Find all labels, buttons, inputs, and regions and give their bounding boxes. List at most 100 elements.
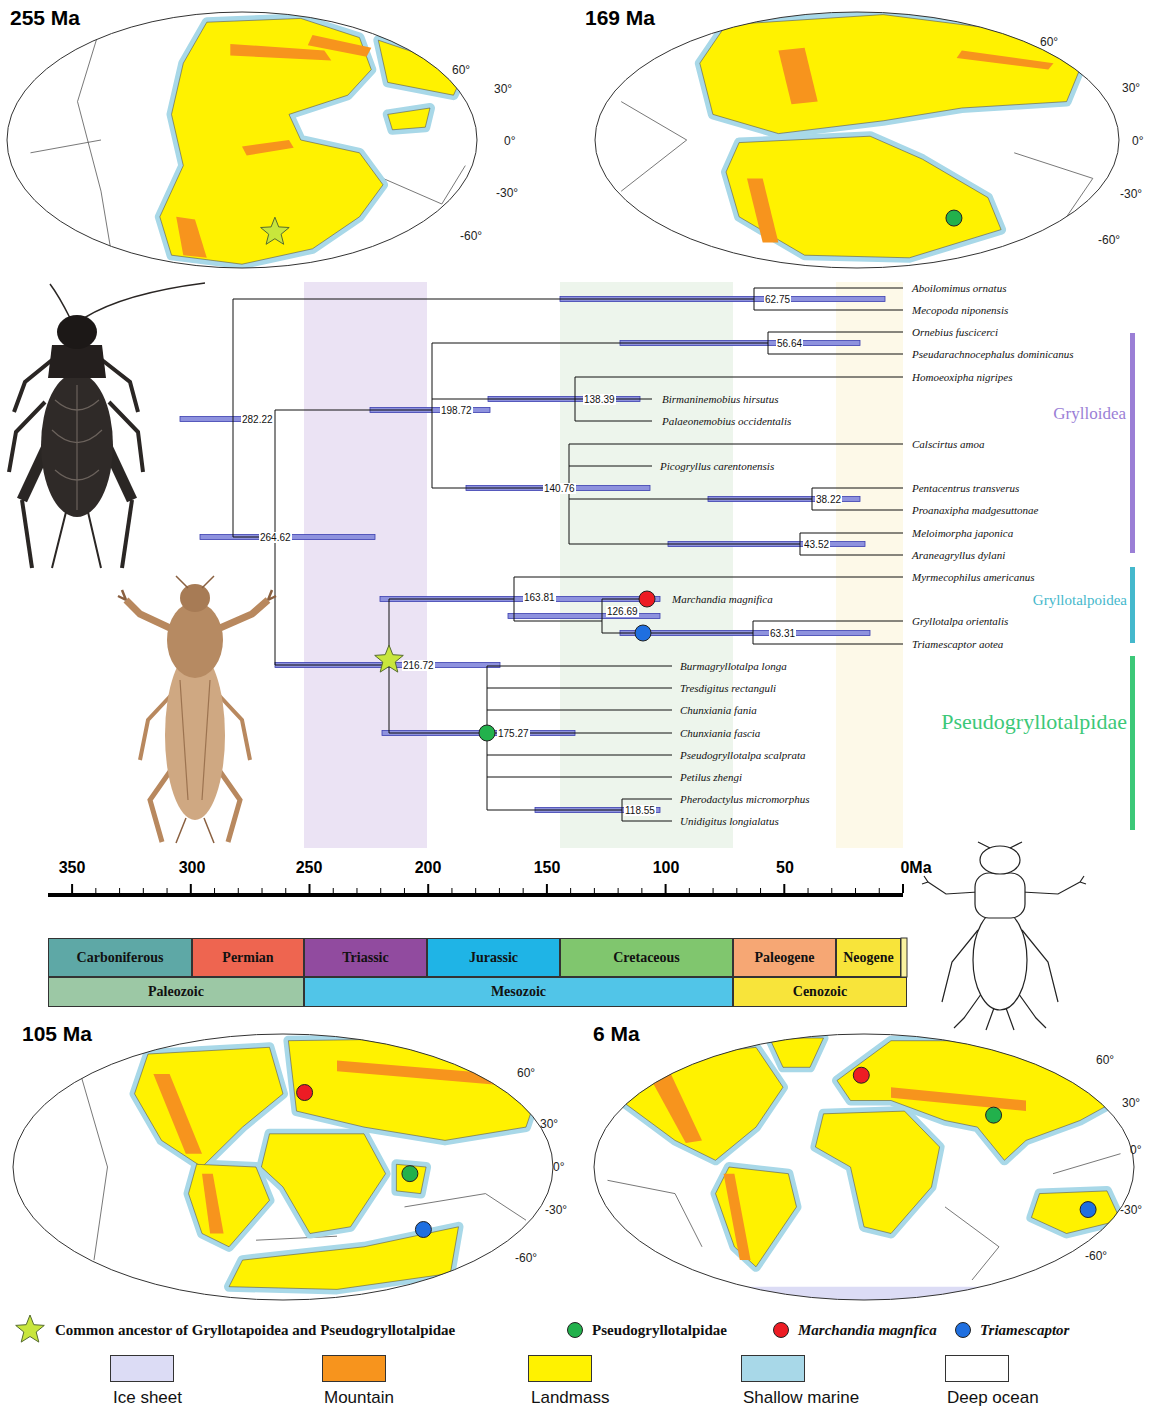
legend-text: Pseudogryllotalpidae <box>592 1322 727 1339</box>
period-box: Cretaceous <box>560 938 733 977</box>
latitude-label: 30° <box>1122 81 1140 95</box>
axis-tick <box>285 888 286 893</box>
neogene-band <box>836 282 903 848</box>
tree-branch <box>753 644 903 645</box>
taxon-name: Pherodactylus micromorphus <box>680 793 810 805</box>
axis-tick-label: 350 <box>59 859 86 877</box>
axis-tick <box>736 888 737 893</box>
period-name: Permian <box>222 950 273 966</box>
tree-branch <box>569 499 812 500</box>
shallow-marine <box>716 1167 797 1267</box>
clade-name: Gryllotalpoidea <box>1033 592 1127 609</box>
cricket-leg <box>102 360 138 412</box>
axis-tick-label: 0Ma <box>900 859 931 877</box>
cricket-head <box>57 315 97 349</box>
latitude-label: -30° <box>1120 187 1142 201</box>
shallow-marine <box>700 15 1080 134</box>
legend-swatch <box>322 1355 386 1382</box>
period-name: Carboniferous <box>77 950 164 966</box>
taxon-name: Pseudarachnocephalus dominicanus <box>912 348 1074 360</box>
latitude-label: -60° <box>460 229 482 243</box>
shallow-marine <box>621 1047 783 1160</box>
landmass <box>388 108 430 130</box>
tree-branch <box>389 733 487 734</box>
tree-branch <box>487 810 622 811</box>
paleomap <box>594 1034 1134 1307</box>
axis-tick <box>380 888 381 893</box>
landmass <box>189 1164 270 1247</box>
taxon-name: Birmaninemobius hirsutus <box>662 393 778 405</box>
tree-branch <box>389 599 514 600</box>
latitude-label: -30° <box>496 186 518 200</box>
tree-branch <box>622 799 672 800</box>
map-outline <box>13 1034 553 1300</box>
mountain <box>778 48 817 104</box>
axis-tick <box>594 888 595 893</box>
tree-branch <box>622 821 672 822</box>
age-interval-bar <box>380 597 660 602</box>
tree-branch <box>432 343 433 488</box>
period-box: Carboniferous <box>48 938 192 977</box>
mountain <box>747 178 778 242</box>
tree-branch <box>575 421 652 422</box>
cricket-pronotum <box>48 345 106 378</box>
fossil-appendages <box>978 842 1022 1030</box>
tree-branch <box>800 533 903 534</box>
latitude-label: -30° <box>545 1203 567 1217</box>
axis-tick <box>238 888 239 893</box>
paleomap <box>595 12 1119 268</box>
latitude-label: 0° <box>1130 1143 1141 1157</box>
location-dot <box>297 1085 313 1101</box>
tree-branch <box>275 665 389 666</box>
deep-ocean <box>595 12 1119 268</box>
clade-bar <box>1130 333 1135 553</box>
legend-text: Mountain <box>324 1388 394 1408</box>
axis-tick <box>546 884 548 893</box>
period-box: Jurassic <box>427 938 560 977</box>
landmass <box>396 1164 426 1193</box>
taxon-name: Tresdigitus rectanguli <box>680 682 776 694</box>
axis-tick <box>879 888 880 893</box>
taxon-name: Petilus zhengi <box>680 771 742 783</box>
plate-boundary <box>608 1180 703 1247</box>
tree-branch <box>800 533 801 555</box>
tree-branch <box>768 332 769 354</box>
taxon-name: Meloimorpha japonica <box>912 527 1013 539</box>
axis-tick <box>523 888 524 893</box>
mountain <box>308 35 372 57</box>
axis-tick <box>214 888 215 893</box>
taxon-name: Pseudogryllotalpa scalprata <box>680 749 806 761</box>
latitude-label: 30° <box>494 82 512 96</box>
triassic-band <box>304 282 427 848</box>
clade-bar <box>1130 656 1135 830</box>
paleomap <box>13 1034 553 1300</box>
tree-branch <box>768 354 903 355</box>
deep-ocean <box>7 12 477 268</box>
legend-dot <box>567 1322 583 1338</box>
taxon-name: Marchandia magnifica <box>672 593 773 605</box>
latitude-label: -60° <box>515 1251 537 1265</box>
tree-branch <box>487 688 672 689</box>
axis-tick <box>475 888 476 893</box>
deep-ocean <box>13 1034 553 1300</box>
landmass <box>700 15 1080 134</box>
taxon-name: Araneagryllus dylani <box>912 549 1005 561</box>
fossil-foreleg <box>922 876 978 894</box>
landmass <box>135 1047 284 1167</box>
cricket-body <box>41 373 113 517</box>
tree-branch <box>768 332 903 333</box>
axis-tick <box>119 888 120 893</box>
tree-branch <box>602 599 640 600</box>
axis-tick <box>570 888 571 893</box>
tree-branch <box>575 377 903 378</box>
period-box: Triassic <box>304 938 427 977</box>
tree-branch <box>569 444 570 544</box>
node-age: 175.27 <box>497 728 530 739</box>
mountain <box>891 1087 1026 1111</box>
axis-tick-label: 200 <box>415 859 442 877</box>
mountain <box>153 1074 202 1154</box>
cricket-hind-leg <box>22 500 32 568</box>
clade-name: Pseudogryllotalpidae <box>941 709 1127 734</box>
plate-boundary <box>1053 1154 1121 1174</box>
node-age: 126.69 <box>606 606 639 617</box>
